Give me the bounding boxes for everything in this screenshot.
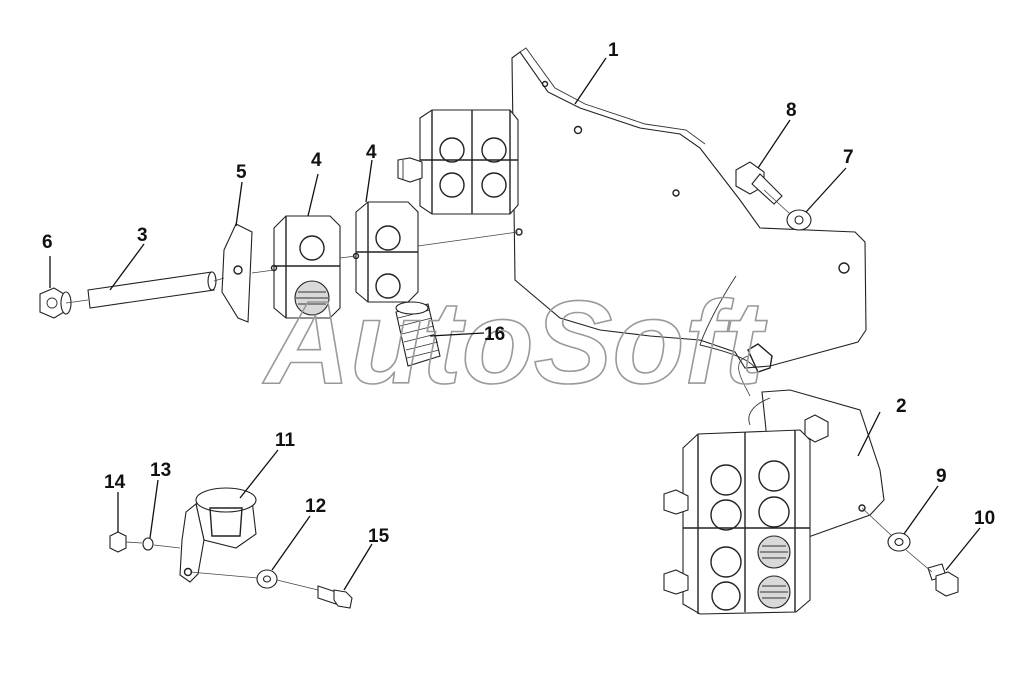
part-1-main-bracket xyxy=(511,47,867,373)
part-13-lock-washer xyxy=(142,537,154,551)
part-12-washer xyxy=(256,569,278,589)
part-4-clamp-block-b xyxy=(352,201,419,303)
callout-12: 12 xyxy=(305,496,326,517)
leader-lines xyxy=(49,57,981,591)
part-11-bushing-bracket xyxy=(179,487,257,583)
clamp-pair-upper xyxy=(397,109,519,215)
part-10-bolt xyxy=(927,563,959,597)
part-3-rod xyxy=(87,271,217,309)
callout-3: 3 xyxy=(137,225,148,246)
part-7-washer xyxy=(786,209,812,231)
callout-labels: 1 2 3 4 4 5 6 7 8 9 10 11 12 13 14 15 16 xyxy=(42,40,995,547)
callout-6: 6 xyxy=(42,232,53,253)
part-9-washer xyxy=(887,532,911,552)
part-4-clamp-block-a xyxy=(270,215,341,319)
part-5-plate xyxy=(221,223,253,323)
callout-4-a: 4 xyxy=(311,150,322,171)
callout-16: 16 xyxy=(484,324,505,345)
callout-11: 11 xyxy=(275,430,296,451)
callout-8: 8 xyxy=(786,100,797,121)
part-15-bolt xyxy=(317,585,353,609)
callout-10: 10 xyxy=(974,508,995,529)
callout-7: 7 xyxy=(843,147,854,168)
clamp-stack-lower xyxy=(663,429,811,615)
part-14-nut xyxy=(109,531,127,553)
callout-15: 15 xyxy=(368,526,390,547)
callout-9: 9 xyxy=(936,466,947,487)
callout-5: 5 xyxy=(236,162,247,183)
part-8-bolt xyxy=(735,161,783,205)
callout-13: 13 xyxy=(150,460,171,481)
watermark: AutoSoft xyxy=(262,277,768,409)
callout-4-b: 4 xyxy=(366,142,377,163)
callout-2: 2 xyxy=(896,396,907,417)
callout-1: 1 xyxy=(608,40,619,61)
callout-14: 14 xyxy=(104,472,126,493)
assembly-axes xyxy=(65,189,933,591)
part-16-coil-insert xyxy=(395,301,441,367)
